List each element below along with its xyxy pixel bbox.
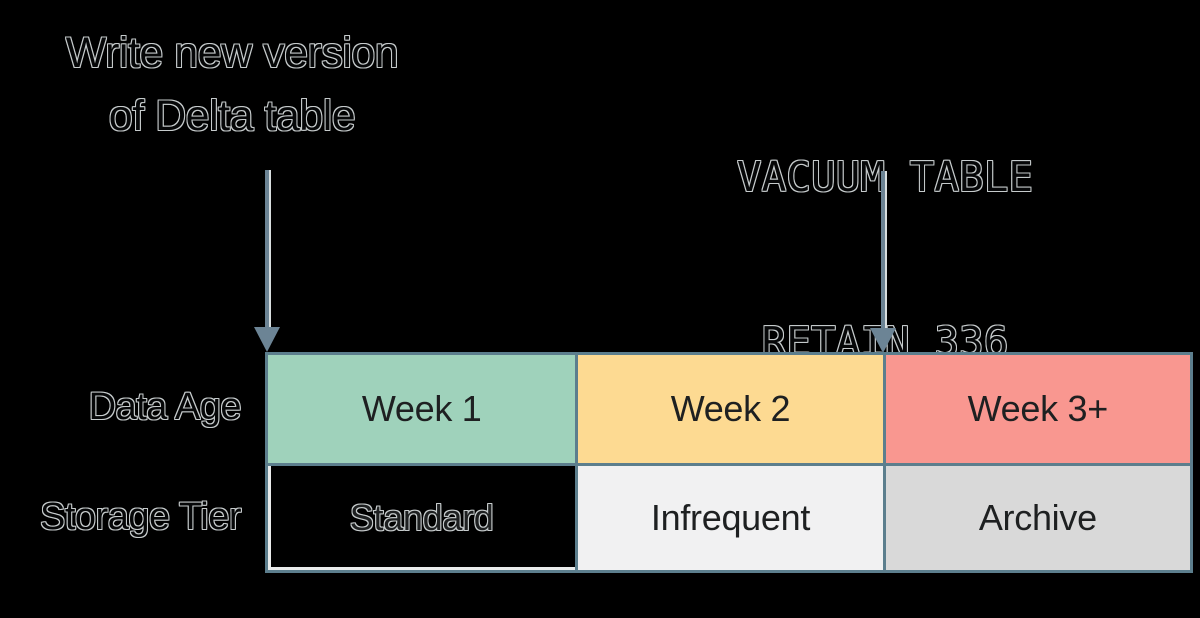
row-label-storage-tier: Storage Tier: [40, 496, 242, 538]
annotation-write-line-2: of Delta table: [108, 92, 356, 140]
cell-week-1: Week 1: [268, 355, 576, 463]
arrow-shaft: [881, 171, 885, 328]
down-arrow-icon: [254, 170, 280, 352]
cell-archive: Archive: [882, 462, 1190, 570]
row-label-data-age: Data Age: [88, 386, 242, 428]
arrow-shaft: [265, 170, 269, 327]
annotation-write-line-1: Write new version: [65, 29, 399, 77]
arrow-head: [254, 327, 280, 352]
annotation-vacuum-line-1: VACUUM TABLE: [736, 153, 1034, 201]
cell-week-3-plus: Week 3+: [882, 355, 1190, 463]
cell-week-2: Week 2: [575, 355, 883, 463]
annotation-write-new-version: Write new version of Delta table: [42, 22, 422, 148]
lifecycle-table: Week 1 Week 2 Week 3+ Standard Infrequen…: [265, 352, 1193, 573]
cell-infrequent: Infrequent: [575, 462, 883, 570]
cell-standard: Standard: [268, 462, 576, 571]
arrow-head: [870, 328, 896, 353]
down-arrow-icon: [870, 171, 896, 353]
